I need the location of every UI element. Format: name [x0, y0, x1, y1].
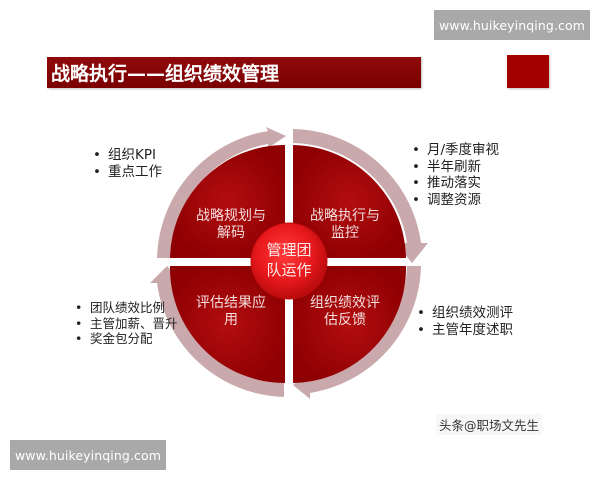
arrow-right-icon	[293, 129, 428, 263]
list-item: 半年刷新	[412, 159, 499, 176]
decorative-red-square	[507, 55, 549, 88]
list-item: 重点工作	[93, 164, 162, 181]
quadrant-label-top-left: 战略规划与 解码	[196, 208, 266, 241]
page-title: 战略执行——组织绩效管理	[47, 57, 421, 88]
title-text: 战略执行——组织绩效管理	[51, 63, 280, 85]
center-label: 管理团 队运作	[266, 241, 312, 279]
list-item: 组织绩效测评	[417, 305, 513, 322]
bullet-list-top-left: 组织KPI 重点工作	[93, 147, 162, 181]
arrow-bottom-icon	[293, 266, 421, 399]
watermark-bottom: www.huikeyinqing.com	[10, 440, 166, 470]
arrow-top-icon	[157, 127, 286, 258]
bullet-list-top-right: 月/季度审视 半年刷新 推动落实 调整资源	[412, 142, 499, 208]
list-item: 团队绩效比例	[75, 300, 178, 316]
watermark-top: www.huikeyinqing.com	[434, 10, 590, 40]
list-item: 奖金包分配	[75, 331, 178, 347]
source-credit: 头条@职场文先生	[436, 414, 543, 435]
center-circle	[250, 222, 328, 300]
list-item: 主管加薪、晋升	[75, 316, 178, 332]
quadrant-top-left	[170, 145, 285, 258]
list-item: 调整资源	[412, 192, 499, 209]
quadrants	[169, 145, 407, 383]
quadrant-label-bottom-left: 评估结果应 用	[196, 295, 266, 328]
list-item: 月/季度审视	[412, 142, 499, 159]
list-item: 组织KPI	[93, 147, 162, 164]
quadrant-label-top-right: 战略执行与 监控	[310, 208, 380, 241]
list-item: 主管年度述职	[417, 322, 513, 339]
bullet-list-bottom-left: 团队绩效比例 主管加薪、晋升 奖金包分配	[75, 300, 178, 347]
cycle-arrows	[150, 127, 428, 399]
quadrant-top-right	[293, 145, 406, 258]
list-item: 推动落实	[412, 175, 499, 192]
bullet-list-bottom-right: 组织绩效测评 主管年度述职	[417, 305, 513, 339]
quadrant-bottom-left	[169, 266, 285, 383]
quadrant-label-bottom-right: 组织绩效评 估反馈	[310, 295, 380, 328]
quadrant-bottom-right	[293, 266, 407, 383]
